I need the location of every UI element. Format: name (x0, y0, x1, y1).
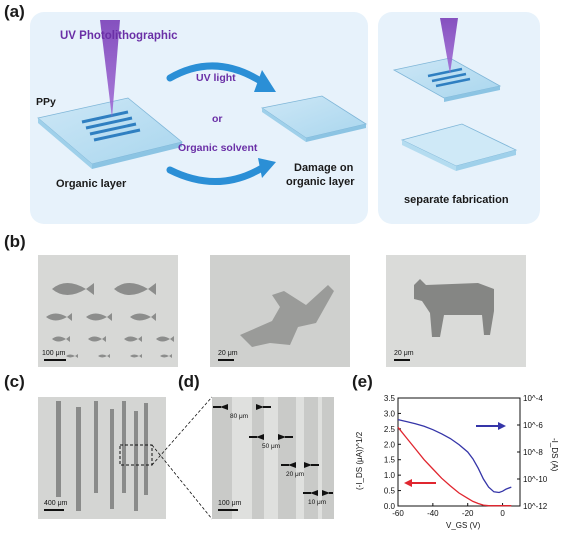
damage-label-line1: Damage on (294, 162, 354, 174)
micrograph-widths: 80 μm 50 μm 20 μm 10 μm 100 μm (212, 397, 334, 519)
y-left-tick-label: 3.0 (384, 409, 396, 418)
fish-shapes (46, 283, 174, 358)
electrode-lines (56, 401, 148, 511)
y-right-tick-label: 10^-10 (523, 475, 548, 484)
y-right-tick-label: 10^-6 (523, 421, 543, 430)
blue-curve-log (397, 418, 512, 494)
panel-label-e: (e) (352, 372, 373, 391)
scale-label-b2: 20 μm (218, 350, 238, 357)
x-tick-label: -40 (427, 509, 439, 518)
y-left-tick-label: 3.5 (384, 394, 396, 403)
blue-axis-arrow (476, 422, 506, 430)
y-left-label: (-I_DS (μA))^1/2 (355, 431, 364, 490)
y-left-tick-label: 1.0 (384, 471, 396, 480)
red-curve-sqrt (397, 426, 512, 507)
y-left-tick-label: 1.5 (384, 456, 396, 465)
width-label-50: 50 μm (262, 443, 281, 450)
scale-bar-c (44, 509, 64, 511)
micrograph-lines: 400 μm (38, 397, 166, 519)
y-left-tick-label: 0.5 (384, 487, 396, 496)
y-right-tick-label: 10^-12 (523, 502, 548, 511)
width-label-20: 20 μm (286, 471, 305, 478)
scale-bar-d (218, 509, 238, 511)
scale-label-c: 400 μm (44, 500, 68, 507)
uv-beam-right (440, 18, 458, 74)
panel-label-b: (b) (4, 232, 26, 251)
red-axis-arrow (404, 479, 436, 487)
x-axis-label: V_GS (V) (446, 521, 481, 530)
arrow-uv-light (166, 62, 266, 86)
scale-bar-b2 (218, 359, 234, 361)
scale-label-b1: 100 μm (42, 350, 66, 357)
uv-light-label: UV light (196, 72, 236, 84)
cow-shape (414, 279, 494, 337)
panel-label-a: (a) (4, 2, 25, 21)
y-left-tick-label: 0.0 (384, 502, 396, 511)
x-tick-label: -20 (462, 509, 474, 518)
y-left-tick-label: 2.0 (384, 440, 396, 449)
organic-solvent-label: Organic solvent (178, 142, 258, 154)
left-substrate (37, 20, 183, 169)
micrograph-bird: 20 μm (210, 255, 350, 367)
width-lines (232, 397, 322, 519)
scale-label-d: 100 μm (218, 500, 242, 507)
x-tick-label: 0 (500, 509, 505, 518)
transfer-curve-chart: -60 -40 -20 0 0.0 0.5 1.0 1.5 2.0 2.5 3.0 3.5 10^-12… (355, 394, 558, 530)
panel-a-illustration (37, 18, 518, 185)
zoom-region (119, 444, 153, 466)
organic-layer-label: Organic layer (56, 178, 127, 190)
arrow-organic-solvent (166, 164, 266, 185)
micrograph-cow: 20 μm (386, 255, 526, 367)
separate-plain-substrate (400, 123, 518, 171)
uv-beam-left (100, 20, 120, 118)
ppy-label: PPy (36, 96, 56, 108)
width-arrows (213, 404, 333, 496)
panel-label-d: (d) (178, 372, 200, 391)
uv-photolithographic-label: UV Photolithographic (60, 30, 178, 42)
width-label-80: 80 μm (230, 413, 249, 420)
y-left-tick-label: 2.5 (384, 425, 396, 434)
y-right-tick-label: 10^-8 (523, 448, 543, 457)
x-tick-label: -60 (392, 509, 404, 518)
scale-label-b3: 20 μm (394, 350, 414, 357)
panel-label-c: (c) (4, 372, 25, 391)
separate-patterned-substrate (392, 18, 502, 102)
or-label: or (212, 113, 223, 125)
ppy-electrodes (81, 110, 141, 142)
micrograph-fish: 100 μm (38, 255, 178, 367)
damage-label-line2: organic layer (286, 176, 355, 188)
bird-shape (240, 285, 334, 347)
y-right-tick-label: 10^-4 (523, 394, 543, 403)
scale-bar-b1 (44, 359, 66, 361)
damaged-substrate (260, 95, 368, 142)
scale-bar-b3 (394, 359, 410, 361)
panel-a-side-box (378, 12, 540, 224)
separate-fabrication-label: separate fabrication (404, 194, 509, 206)
plot-frame (397, 397, 521, 507)
y-right-label: -I_DS (A) (550, 438, 558, 472)
width-label-10: 10 μm (308, 499, 327, 506)
